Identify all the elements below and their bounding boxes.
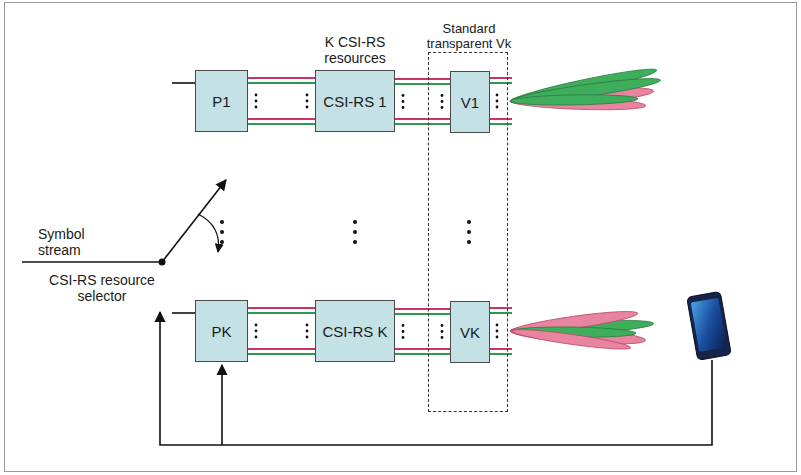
box-label: VK xyxy=(460,324,480,341)
stub-dots xyxy=(496,94,499,339)
box-label: P1 xyxy=(212,93,230,110)
box-label: PK xyxy=(211,323,231,340)
beam-lobes xyxy=(509,64,662,352)
phone-icon xyxy=(687,291,732,360)
feedback-branch xyxy=(221,365,223,445)
resource-label: K CSI-RS resources xyxy=(306,34,404,66)
switch-rotation xyxy=(198,214,219,252)
precoder-box: PK xyxy=(195,300,248,362)
csi-rs-box: CSI-RS 1 xyxy=(315,70,395,132)
stream-line xyxy=(22,261,162,263)
row-ellipsis xyxy=(220,220,471,244)
switch-arm xyxy=(162,180,226,262)
beamformer-box: V1 xyxy=(450,71,490,133)
csi-rs-box: CSI-RS K xyxy=(315,300,395,362)
signal-bundle xyxy=(248,78,315,124)
signal-bundle xyxy=(248,308,315,354)
box-label: V1 xyxy=(461,94,479,111)
group-heading: Standard transparent Vk xyxy=(415,21,523,51)
precoder-box: P1 xyxy=(195,70,248,132)
signal-bundle xyxy=(395,309,450,354)
box-label: CSI-RS K xyxy=(322,323,387,340)
input-stub xyxy=(172,312,195,314)
selector-label: CSI-RS resource selector xyxy=(38,272,166,304)
transparent-group: Standard transparent VkV1VK xyxy=(428,52,508,412)
input-stub xyxy=(172,82,195,84)
frame xyxy=(5,3,797,472)
signal-bundle xyxy=(395,79,450,124)
beamformer-box: VK xyxy=(450,301,490,363)
box-label: CSI-RS 1 xyxy=(323,93,386,110)
input-label: Symbol stream xyxy=(38,226,110,258)
output-stubs xyxy=(489,78,512,354)
